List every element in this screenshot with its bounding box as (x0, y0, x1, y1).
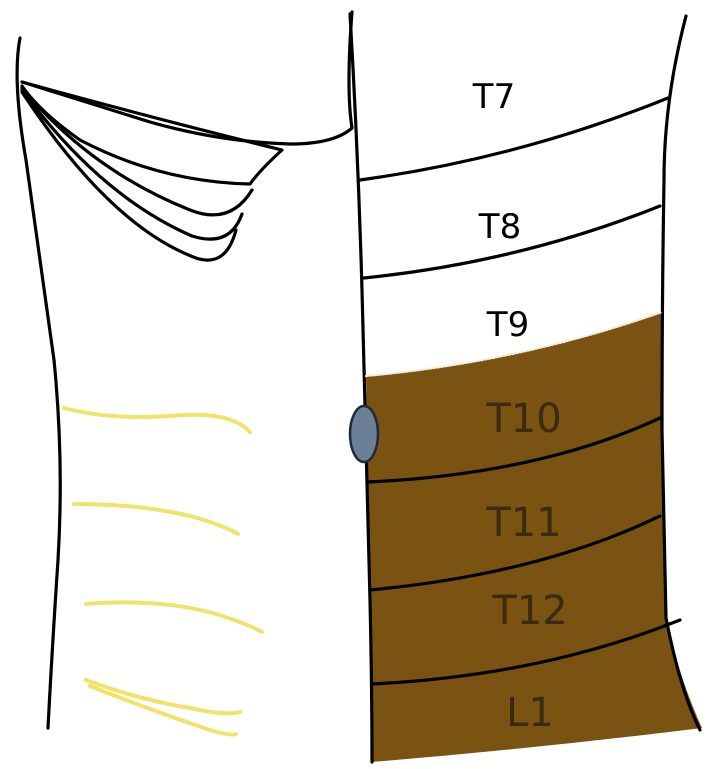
dermatome-label-l1: L1 (506, 690, 554, 736)
intercostal-nerve (90, 686, 236, 735)
dermatome-label-t11: T11 (485, 500, 561, 546)
umbilicus-marker-icon (350, 406, 378, 462)
left-torso-outer-edge (17, 38, 60, 728)
dermatome-label-t7: T7 (472, 77, 515, 117)
rib-line (22, 92, 236, 260)
dermatome-label-t12: T12 (491, 588, 567, 634)
dermatome-label-t10: T10 (485, 396, 561, 442)
dermatome-label-t8: T8 (478, 207, 521, 247)
right-torso-right-edge (662, 16, 700, 730)
intercostal-nerve (64, 408, 250, 432)
rib-line (22, 88, 252, 215)
intercostal-nerve (86, 680, 240, 713)
dermatome-label-t9: T9 (486, 305, 529, 345)
intercostal-nerve (74, 504, 238, 534)
intercostal-nerve (86, 602, 262, 632)
rib-line (22, 82, 282, 184)
left-torso-inner-edge (22, 12, 352, 144)
